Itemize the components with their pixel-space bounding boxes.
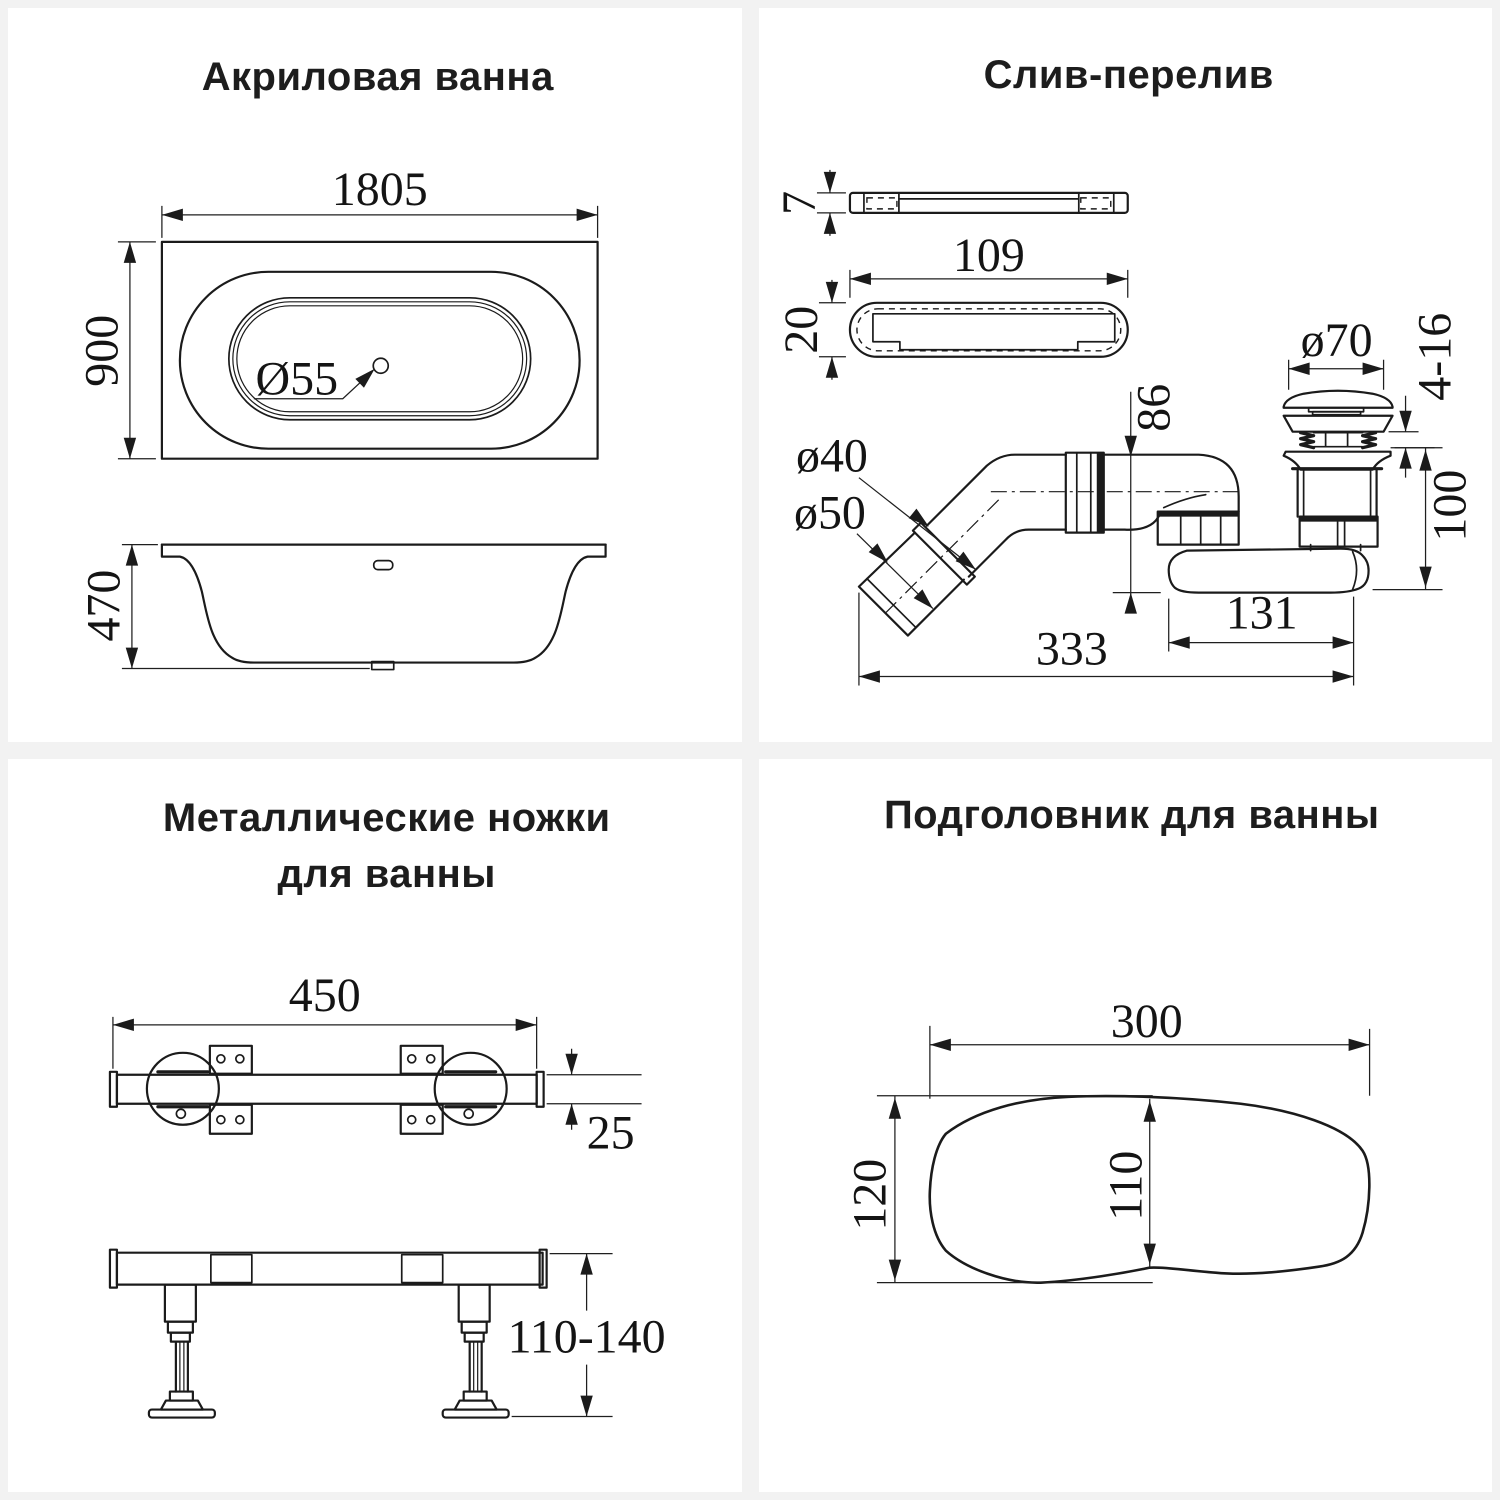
dim-total-length-label: 333 bbox=[1035, 623, 1107, 676]
dim-width-label: 900 bbox=[76, 315, 129, 387]
bathtub-title: Акриловая ванна bbox=[202, 55, 554, 99]
dim-plate-length: 109 bbox=[848, 229, 1128, 298]
dim-headrest-height: 120 bbox=[843, 1094, 1153, 1283]
headrest-title: Подголовник для ванны bbox=[883, 792, 1379, 836]
dim-cap-diameter-label: ø70 bbox=[1300, 314, 1372, 367]
dim-body-length: 131 bbox=[1167, 587, 1354, 686]
dim-plate-height: 20 bbox=[774, 279, 846, 380]
dim-depth-label: 470 bbox=[78, 570, 131, 642]
union-nut bbox=[1064, 451, 1105, 534]
dim-bathtub-length: 1805 bbox=[161, 163, 599, 238]
dim-pipe40-label: ø40 bbox=[795, 430, 867, 483]
dim-riser-height-label: 86 bbox=[1127, 384, 1180, 432]
bathtub-top-view bbox=[160, 240, 599, 460]
panel-legs: Металлические ножки для ванны bbox=[8, 758, 742, 1492]
overflow-plate-side bbox=[848, 191, 1129, 214]
headrest-outline bbox=[927, 1094, 1371, 1284]
dim-bathtub-depth: 470 bbox=[78, 544, 370, 670]
panel-headrest: Подголовник для ванны 300 120 bbox=[758, 758, 1492, 1492]
dim-riser-height: 86 bbox=[1112, 384, 1180, 614]
legs-side-view bbox=[108, 1248, 548, 1419]
overflow-title: Слив-перелив bbox=[983, 53, 1273, 97]
overflow-plate-front bbox=[848, 301, 1129, 358]
dim-body-length-label: 131 bbox=[1225, 587, 1297, 640]
drain-plug bbox=[1282, 389, 1394, 548]
drawing-overflow: Слив-перелив 7 bbox=[772, 53, 1476, 686]
dim-legs-height: 110-140 bbox=[508, 1252, 666, 1417]
dim-headrest-inner-height: 110 bbox=[1099, 1098, 1156, 1267]
dim-cap-diameter: ø70 bbox=[1287, 314, 1384, 390]
dim-headrest-width-label: 300 bbox=[1110, 994, 1182, 1047]
dim-pipe-diameters: ø40 ø50 bbox=[793, 430, 980, 613]
dim-total-length: 333 bbox=[857, 592, 1354, 686]
drawing-legs: Металлические ножки для ванны bbox=[108, 795, 666, 1419]
dim-plate-height-label: 20 bbox=[774, 306, 827, 354]
legs-title-line1: Металлические ножки bbox=[163, 795, 611, 839]
dim-legs-height-label: 110-140 bbox=[508, 1310, 666, 1363]
dim-plate-thickness-label: 7 bbox=[772, 191, 825, 215]
drawing-headrest: Подголовник для ванны 300 120 bbox=[843, 792, 1379, 1284]
dim-drain-label: Ø55 bbox=[256, 353, 339, 406]
panel-bathtub: Акриловая ванна 1805 bbox=[8, 8, 742, 742]
dim-headrest-inner-height-label: 110 bbox=[1099, 1150, 1152, 1220]
dim-legs-tube-label: 25 bbox=[587, 1106, 635, 1159]
legs-top-view bbox=[108, 1044, 545, 1135]
dim-length-label: 1805 bbox=[332, 163, 428, 216]
drawing-bathtub: Акриловая ванна 1805 bbox=[76, 55, 607, 671]
dim-drain-height-label: 100 bbox=[1423, 470, 1476, 542]
bathtub-side-view bbox=[160, 543, 607, 671]
dim-legs-tube: 25 bbox=[546, 1048, 642, 1159]
dim-headrest-width: 300 bbox=[928, 994, 1370, 1099]
overflow-angled-pipe bbox=[857, 453, 1238, 637]
legs-title-line2: для ванны bbox=[278, 851, 496, 895]
dim-plate-thickness: 7 bbox=[772, 169, 846, 236]
panel-overflow: Слив-перелив 7 bbox=[758, 8, 1492, 742]
dim-bathtub-width: 900 bbox=[76, 241, 156, 460]
dim-headrest-height-label: 120 bbox=[843, 1158, 896, 1230]
dim-cap-range-label: 4-16 bbox=[1408, 313, 1461, 401]
dim-legs-span-label: 450 bbox=[289, 968, 361, 1021]
drain-body bbox=[1167, 543, 1370, 594]
dim-legs-span: 450 bbox=[112, 968, 538, 1069]
dim-pipe50-label: ø50 bbox=[793, 487, 865, 540]
dim-plate-length-label: 109 bbox=[952, 229, 1024, 282]
side-nut bbox=[1156, 510, 1240, 546]
dim-drain-height: 100 bbox=[1372, 447, 1476, 591]
